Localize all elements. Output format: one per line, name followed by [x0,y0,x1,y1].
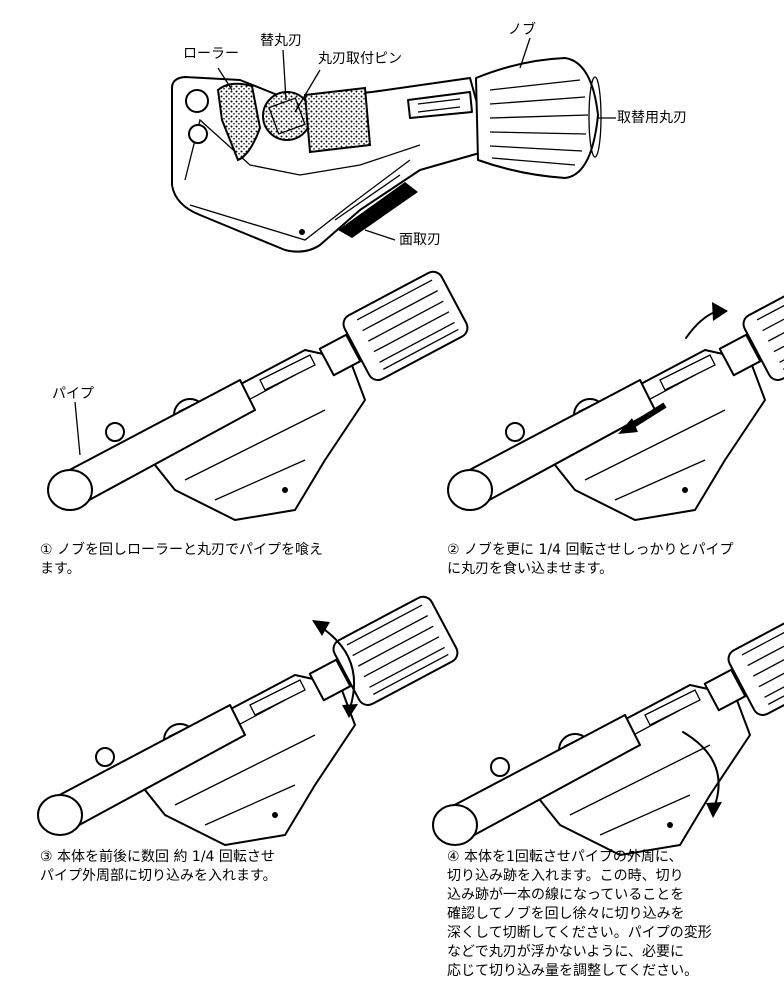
step1-illustration [47,267,472,521]
step4-number: ④ [447,849,460,865]
step2-illustration [447,267,784,521]
label-knob: ノブ [508,22,536,38]
label-blade-pin: 丸刃取付ピン [318,51,402,67]
swing-arrow-icon [324,629,356,709]
step4-text: 本体を1回転させパイプの外周に、 切り込み跡を入れます。この時、切り 込み跡が一… [447,849,712,979]
pipe-leader [74,401,81,456]
step2-caption: ② ノブを更に 1/4 回転させしっかりとパイプ に丸刃を食い込ませます。 [447,541,733,579]
full-rotation-arrow-icon [682,731,720,806]
step1-caption: ① ノブを回しローラーと丸刃でパイプを喰え ます。 [40,541,323,579]
step2-text: ノブを更に 1/4 回転させしっかりとパイプ に丸刃を食い込ませます。 [447,542,734,577]
label-roller: ローラー [183,46,239,62]
step4-caption: ④ 本体を1回転させパイプの外周に、 切り込み跡を入れます。この時、切り 込み跡… [447,848,712,981]
step3-illustration [37,592,462,846]
label-pipe: パイプ [52,386,94,402]
rotate-arrow-icon [685,311,716,339]
label-replacement-blade: 替丸刃 [260,33,302,49]
main-cutter-diagram [171,37,616,253]
label-spare-blade: 取替用丸刃 [617,110,687,126]
step1-number: ① [40,542,53,558]
step2-number: ② [447,542,460,558]
step1-text: ノブを回しローラーと丸刃でパイプを喰え ます。 [40,542,324,577]
push-arrow-icon [628,402,667,430]
step4-illustration [432,602,784,856]
label-chamfer-blade: 面取刃 [399,232,441,248]
step3-number: ③ [40,849,53,865]
step3-caption: ③ 本体を前後に数回 約 1/4 回転させ パイプ外周部に切り込みを入れます。 [40,848,277,886]
step3-text: 本体を前後に数回 約 1/4 回転させ パイプ外周部に切り込みを入れます。 [40,849,277,884]
